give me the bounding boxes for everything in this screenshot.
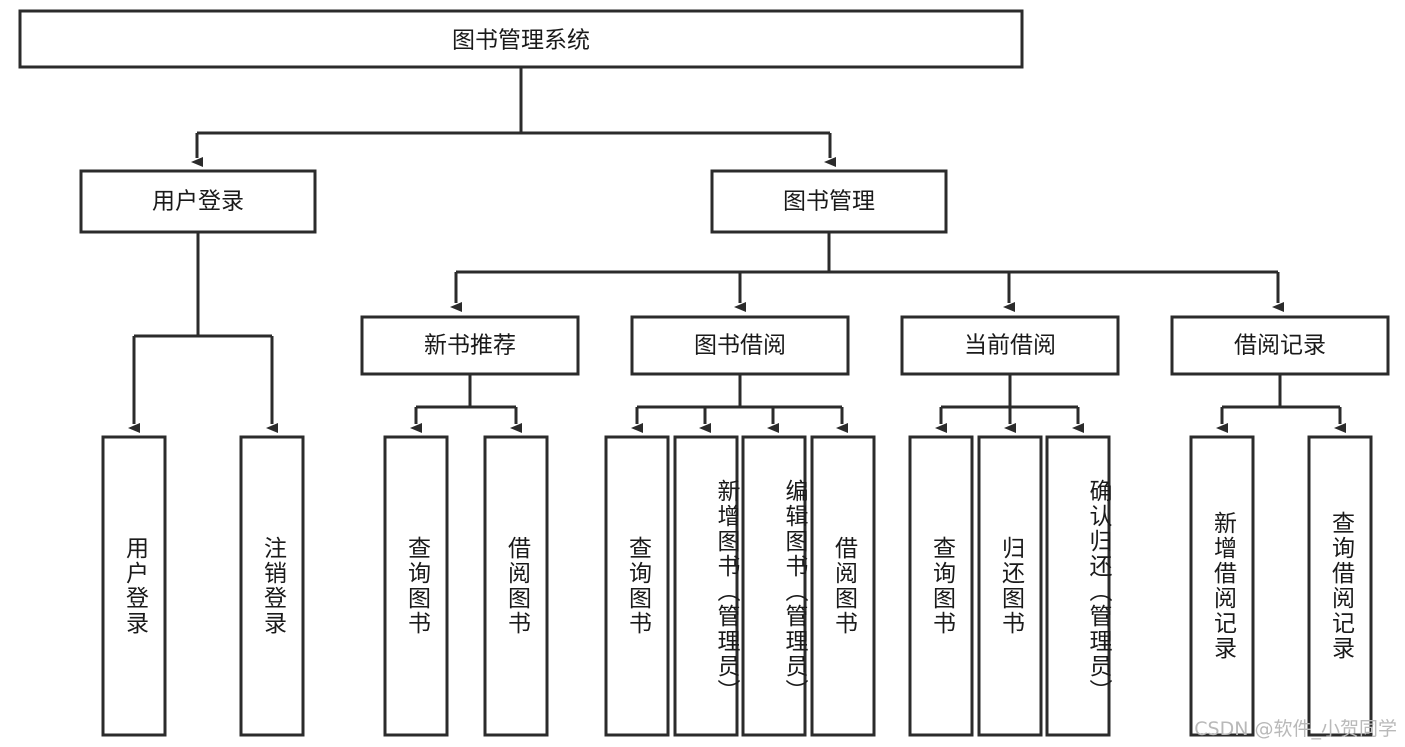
leaf-box-bookborrow-2[interactable]: [741, 435, 807, 737]
leaf-box-user-login-0[interactable]: [101, 435, 167, 737]
node-book-borrow-box: [630, 315, 850, 376]
node-current-borrow[interactable]: 当前借阅: [900, 315, 1120, 376]
leaf-box-user-login-1[interactable]: [239, 435, 305, 737]
leaf-box-currentborrow-0[interactable]: [908, 435, 974, 737]
leaf-box-bookborrow-0[interactable]: [604, 435, 670, 737]
node-root[interactable]: 图书管理系统: [18, 9, 1024, 69]
leaf-box-currentborrow-1[interactable]: [977, 435, 1043, 737]
leaf-box-currentborrow-2[interactable]: [1045, 435, 1111, 737]
node-book-manage-box: [710, 169, 948, 234]
leaf-box-bookborrow-3[interactable]: [810, 435, 876, 737]
leaf-box-bookborrow-1[interactable]: [673, 435, 739, 737]
node-book-manage[interactable]: 图书管理: [710, 169, 948, 234]
node-new-book-recommend[interactable]: 新书推荐: [360, 315, 580, 376]
node-current-borrow-label: 当前借阅: [964, 333, 1056, 359]
node-user-login[interactable]: 用户登录: [79, 169, 317, 234]
node-user-login-label: 用户登录: [152, 189, 244, 215]
node-current-borrow-box: [900, 315, 1120, 376]
node-root-box: [18, 9, 1024, 69]
node-new-book-recommend-box: [360, 315, 580, 376]
node-borrow-record-box: [1170, 315, 1390, 376]
node-book-borrow-label: 图书借阅: [694, 333, 786, 359]
leaf-box-borrowrecord-0[interactable]: [1189, 435, 1255, 737]
node-book-manage-label: 图书管理: [783, 189, 875, 215]
node-root-label: 图书管理系统: [452, 28, 590, 54]
node-new-book-recommend-label: 新书推荐: [424, 333, 516, 359]
csdn-watermark: CSDN @软件_小贺同学: [1194, 718, 1397, 740]
node-borrow-record-label: 借阅记录: [1234, 333, 1326, 359]
node-borrow-record[interactable]: 借阅记录: [1170, 315, 1390, 376]
leaf-box-borrowrecord-1[interactable]: [1307, 435, 1373, 737]
leaf-box-newbook-0[interactable]: [383, 435, 449, 737]
leaf-box-newbook-1[interactable]: [483, 435, 549, 737]
node-book-borrow[interactable]: 图书借阅: [630, 315, 850, 376]
